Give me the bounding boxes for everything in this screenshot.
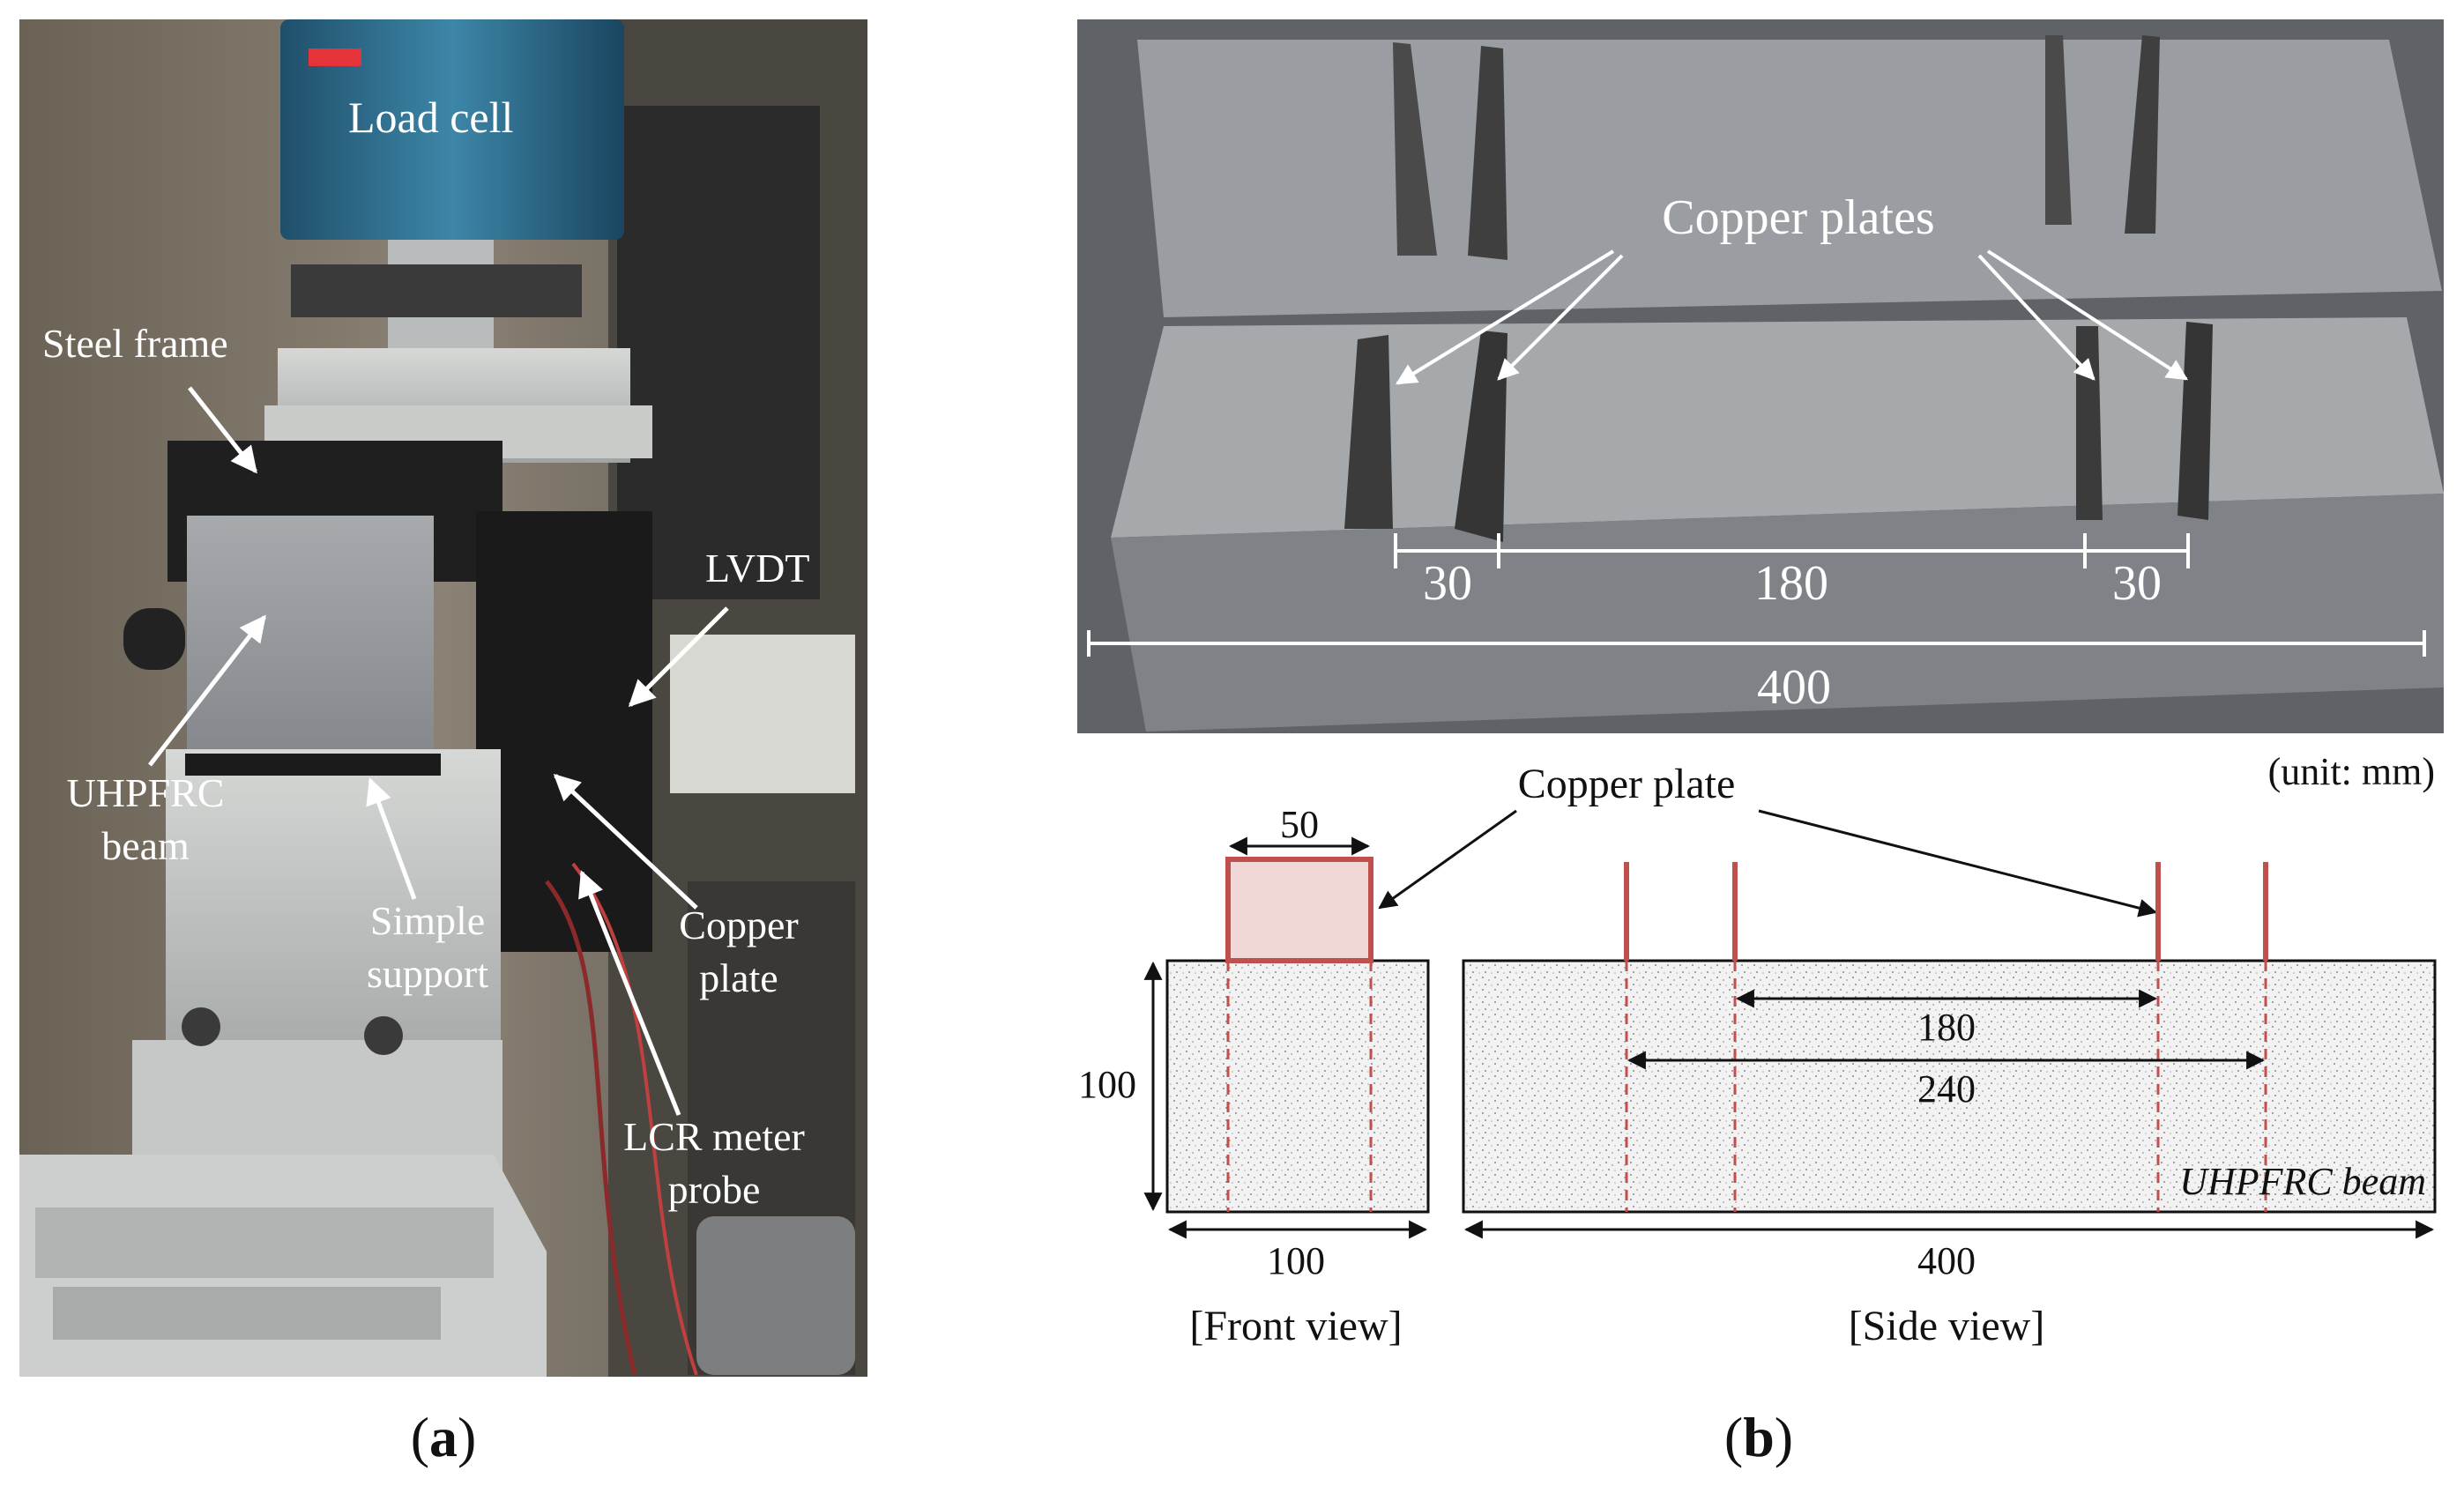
side-dim-inner: 180 bbox=[1917, 1006, 1976, 1049]
label-beam-line1: UHPFRC bbox=[67, 770, 225, 815]
panel-b-drawing: Copper plate 50 100 100 [Front view] 180… bbox=[1078, 761, 2437, 1349]
arrow-steel-frame bbox=[188, 386, 257, 474]
arrow-copper-plates-4 bbox=[1986, 249, 2189, 381]
drawing-label-copper: Copper plate bbox=[1518, 761, 1736, 807]
panel-a-photo bbox=[19, 19, 867, 1377]
caption-b-letter: b bbox=[1743, 1406, 1775, 1468]
label-copper-line1: Copper bbox=[679, 903, 798, 947]
caption-a: (a) bbox=[411, 1406, 477, 1468]
side-dim-outer: 240 bbox=[1917, 1067, 1976, 1111]
label-lcr-line1: LCR meter bbox=[623, 1114, 805, 1159]
unit-label: (unit: mm) bbox=[2268, 750, 2435, 793]
label-lcr-line2: probe bbox=[668, 1167, 761, 1212]
photo-dim-total: 400 bbox=[1757, 660, 1831, 715]
label-load-cell: Load cell bbox=[348, 93, 513, 142]
panel-b-photo-labels: Copper plates 30 180 30 400 bbox=[1087, 190, 2426, 715]
caption-b: (b) bbox=[1724, 1406, 1793, 1468]
label-beam-line2: beam bbox=[101, 823, 190, 868]
arrow-copper-plates-1 bbox=[1395, 249, 1615, 385]
arrow-copper-plates-2 bbox=[1497, 254, 1624, 381]
caption-a-letter: a bbox=[429, 1406, 458, 1468]
label-copper-plates: Copper plates bbox=[1662, 190, 1934, 245]
arrow-copper-plates-3 bbox=[1977, 254, 2096, 381]
front-dim-height: 100 bbox=[1078, 1063, 1136, 1106]
label-steel-frame: Steel frame bbox=[42, 321, 228, 366]
front-view-copper-plate bbox=[1225, 857, 1373, 963]
side-dim-length: 400 bbox=[1917, 1239, 1976, 1282]
front-view-beam bbox=[1165, 959, 1430, 1214]
side-beam-label: UHPFRC beam bbox=[2179, 1160, 2426, 1203]
front-dim-width: 100 bbox=[1267, 1239, 1325, 1282]
arrow-lcr bbox=[578, 870, 681, 1116]
front-view-caption: [Front view] bbox=[1189, 1303, 1402, 1349]
arrow-copper bbox=[553, 773, 698, 910]
panel-a-labels: Load cell Steel frame LVDT UHPFRC beam S… bbox=[42, 93, 809, 1212]
arrow-support bbox=[366, 777, 417, 900]
label-copper-line2: plate bbox=[699, 955, 778, 1000]
arrow-drawing-copper-side bbox=[1758, 809, 2158, 918]
label-support-line2: support bbox=[367, 951, 488, 996]
label-support-line1: Simple bbox=[370, 898, 485, 943]
arrow-drawing-copper-front bbox=[1378, 809, 1517, 910]
red-marker-icon bbox=[309, 48, 361, 66]
arrow-lvdt bbox=[628, 606, 729, 708]
label-lvdt: LVDT bbox=[705, 546, 809, 591]
front-dim-plate: 50 bbox=[1280, 803, 1319, 846]
side-view-caption: [Side view] bbox=[1849, 1303, 2045, 1349]
photo-dim-right: 30 bbox=[2112, 556, 2162, 611]
photo-dim-mid: 180 bbox=[1754, 556, 1828, 611]
panel-b-photo bbox=[1077, 19, 2444, 733]
photo-dim-left: 30 bbox=[1423, 556, 1472, 611]
arrow-beam bbox=[148, 614, 266, 767]
